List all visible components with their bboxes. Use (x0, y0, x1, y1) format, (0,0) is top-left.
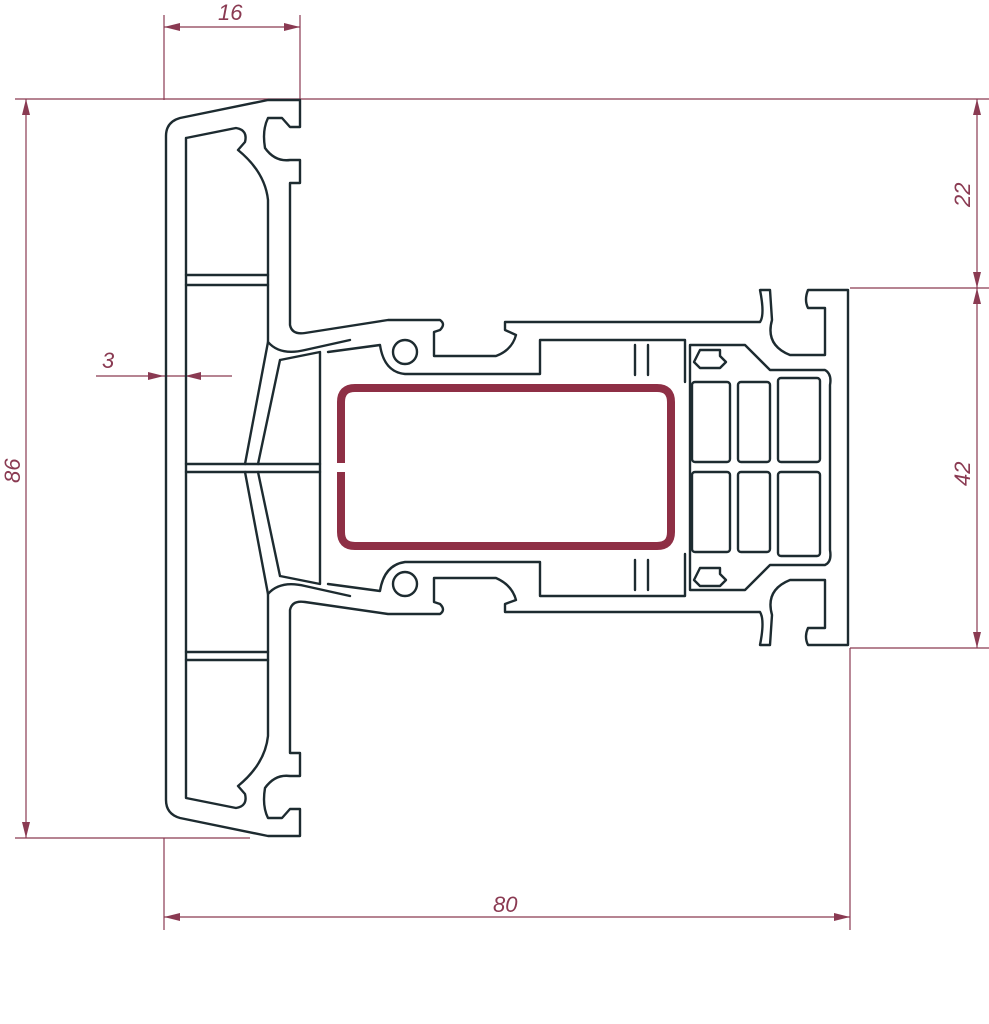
right-cell-3 (736, 380, 772, 464)
outer-contour (164, 98, 850, 838)
diagonal-webs (243, 340, 322, 596)
dim-label-total-height: 86 (0, 458, 25, 483)
dim-label-sash-height: 42 (950, 462, 975, 486)
right-cell-1 (690, 380, 732, 464)
profile-outline (164, 98, 850, 838)
left-inner-wall (184, 126, 352, 810)
dim-label-total-depth: 80 (493, 892, 518, 917)
central-chamber (326, 338, 687, 598)
screw-channel-top (391, 338, 419, 366)
dim-label-wall-thickness: 3 (102, 348, 115, 373)
screw-channel-bottom (391, 570, 419, 598)
dim-label-upper-offset: 22 (950, 183, 975, 208)
dimension-labels: 16 3 86 22 42 80 (0, 0, 975, 917)
clip-top (692, 348, 728, 370)
right-cell-5 (776, 376, 822, 464)
right-cell-4 (736, 470, 772, 554)
right-cell-2 (690, 470, 732, 554)
right-cell-6 (776, 470, 822, 558)
steel-reinforcement (337, 384, 675, 550)
steel-reinforcement-frame (337, 384, 675, 550)
dim-label-top-width: 16 (218, 0, 243, 25)
dimension-lines (15, 15, 989, 930)
right-chambers (688, 343, 832, 592)
clip-bottom (692, 566, 728, 588)
